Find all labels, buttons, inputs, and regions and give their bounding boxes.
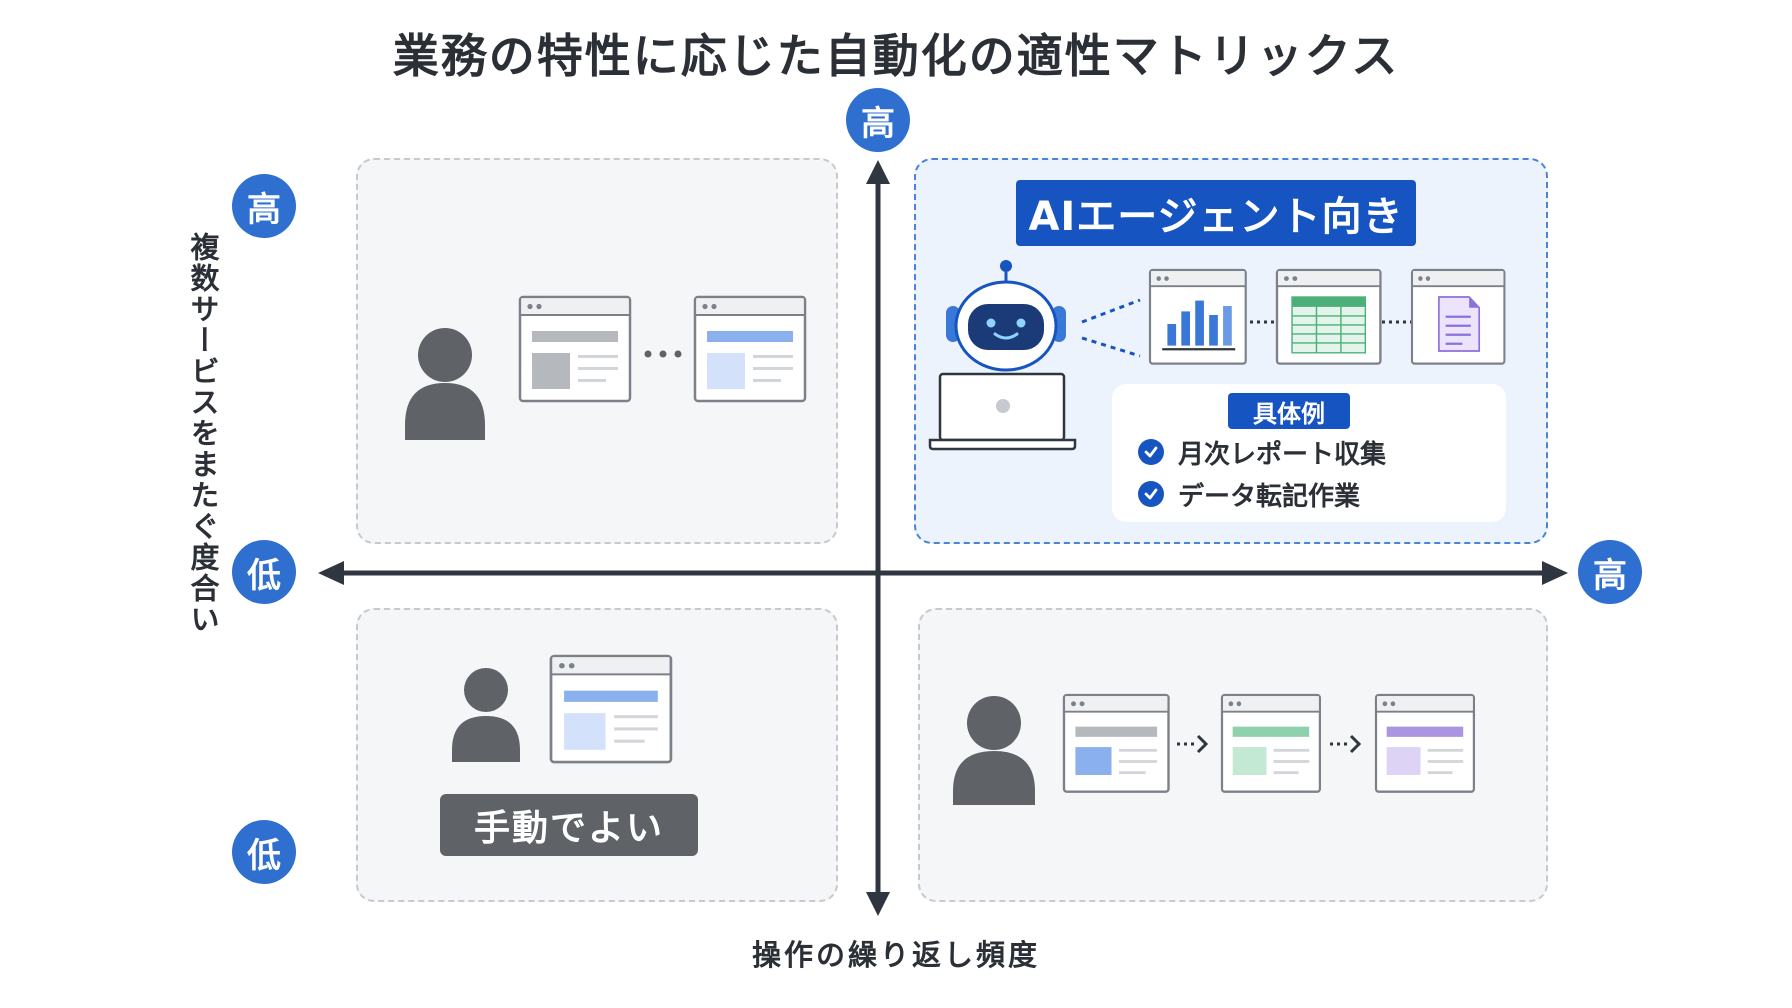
person-icon [405,328,485,440]
document-window-icon [1410,268,1506,365]
y-axis-label: 複数サービスをまたぐ度合い [186,232,220,635]
vertical-axis [866,160,890,916]
person-icon [953,696,1035,805]
example-text: 月次レポート収集 [1178,439,1387,470]
laptop-icon [928,372,1077,451]
example-text: データ転記作業 [1178,481,1361,512]
example-item: 月次レポート収集 [1138,435,1387,470]
dotted-arrow-icon [1177,734,1209,754]
ai-agent-label: AIエージェント向き [1016,180,1416,246]
person-icon [452,668,520,762]
axis-top-high-badge: 高 [846,88,910,152]
y-axis-low-badge: 低 [232,540,296,604]
manual-label: 手動でよい [440,794,698,856]
x-axis-label: 操作の繰り返し頻度 [751,938,1040,972]
connection-lines [1081,298,1412,358]
examples-heading: 具体例 [1228,393,1350,429]
dotted-arrow-icon [1330,734,1362,754]
y-axis-high-badge: 高 [232,174,296,238]
window-icon [1374,693,1476,793]
page-title: 業務の特性に応じた自動化の適性マトリックス [392,29,1400,83]
example-item: データ転記作業 [1138,477,1361,512]
window-icon [1220,693,1322,793]
window-icon [693,295,807,403]
check-icon [1138,481,1164,507]
robot-icon [946,260,1066,372]
bar-chart-window-icon [1148,268,1247,365]
x-axis-high-badge: 高 [1578,540,1642,604]
window-icon [549,654,673,764]
horizontal-axis [318,561,1568,585]
spreadsheet-window-icon [1275,268,1382,365]
window-icon [518,295,632,403]
window-icon [1062,693,1170,793]
ellipsis-icon [644,350,682,358]
x-axis-low-badge: 低 [232,820,296,884]
check-icon [1138,439,1164,465]
